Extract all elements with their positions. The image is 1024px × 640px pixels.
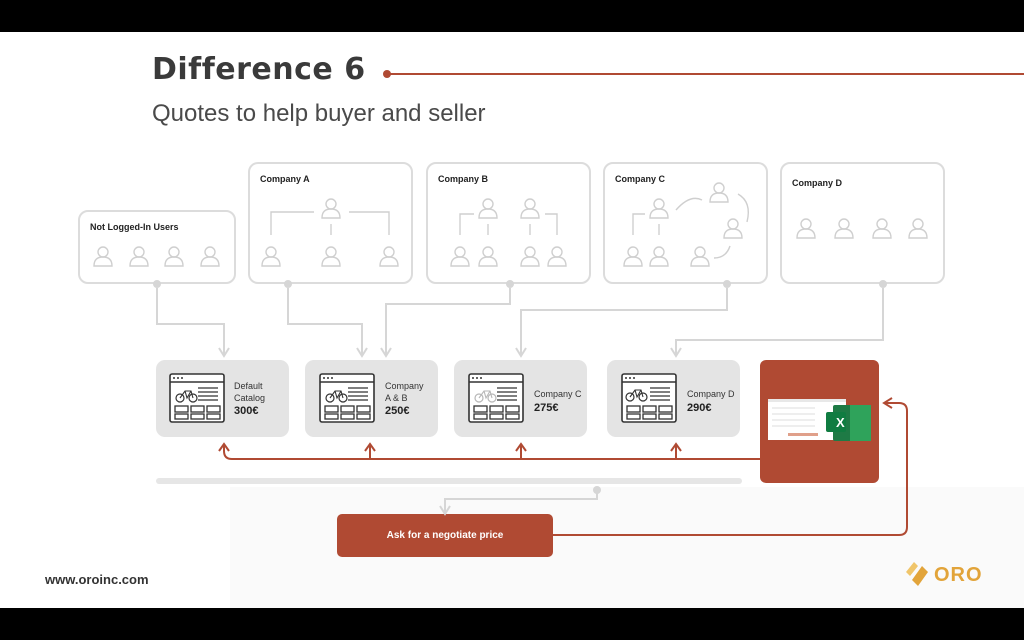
catalog-price: 300€ [234,405,259,417]
catalog-name-line: Company [385,381,424,391]
diagram-overlay: X [93,182,928,586]
group-company-a: Company A [248,162,413,284]
ask-negotiate-price-button[interactable]: Ask for a negotiate price [337,514,553,557]
logo-text: ORO [934,564,983,586]
catalog-name-line: Catalog [234,393,266,403]
title-rule [390,73,1024,75]
group-label: Company C [615,174,666,184]
hierarchy-arrows [270,193,750,259]
oro-logo-icon [906,562,928,586]
group-label: Company D [792,178,843,188]
catalog-name-line: Company C [534,389,582,399]
group-connectors [153,280,887,516]
divider-track [156,478,742,484]
catalog-name: Company C [534,388,582,400]
catalog-name-line: A & B [385,393,408,403]
slide: Difference 6 Quotes to help buyer and se… [0,32,1024,608]
catalog-price: 250€ [385,405,410,417]
catalog-name: Default Catalog [234,380,265,404]
group-label: Company B [438,174,489,184]
group-company-d: Company D [780,162,945,284]
group-company-c: Company C [603,162,768,284]
excel-icon: X [836,415,845,430]
catalog-name: Company D [687,388,735,400]
catalog-price: 290€ [687,402,712,414]
group-label: Not Logged-In Users [90,222,179,232]
accent-arrows [218,397,908,536]
catalog-name-line: Default [234,381,263,391]
catalog-name-line: Company D [687,389,735,399]
footer-url[interactable]: www.oroinc.com [45,572,149,587]
group-label: Company A [260,174,310,184]
people-icons [93,182,928,267]
catalog-price: 275€ [534,402,559,414]
excel-document-preview [768,399,871,441]
catalog-screens [169,373,677,423]
slide-subtitle: Quotes to help buyer and seller [152,100,486,127]
title-rule-dot [383,70,391,78]
catalog-name: Company A & B [385,380,424,404]
slide-title: Difference 6 [152,52,366,87]
